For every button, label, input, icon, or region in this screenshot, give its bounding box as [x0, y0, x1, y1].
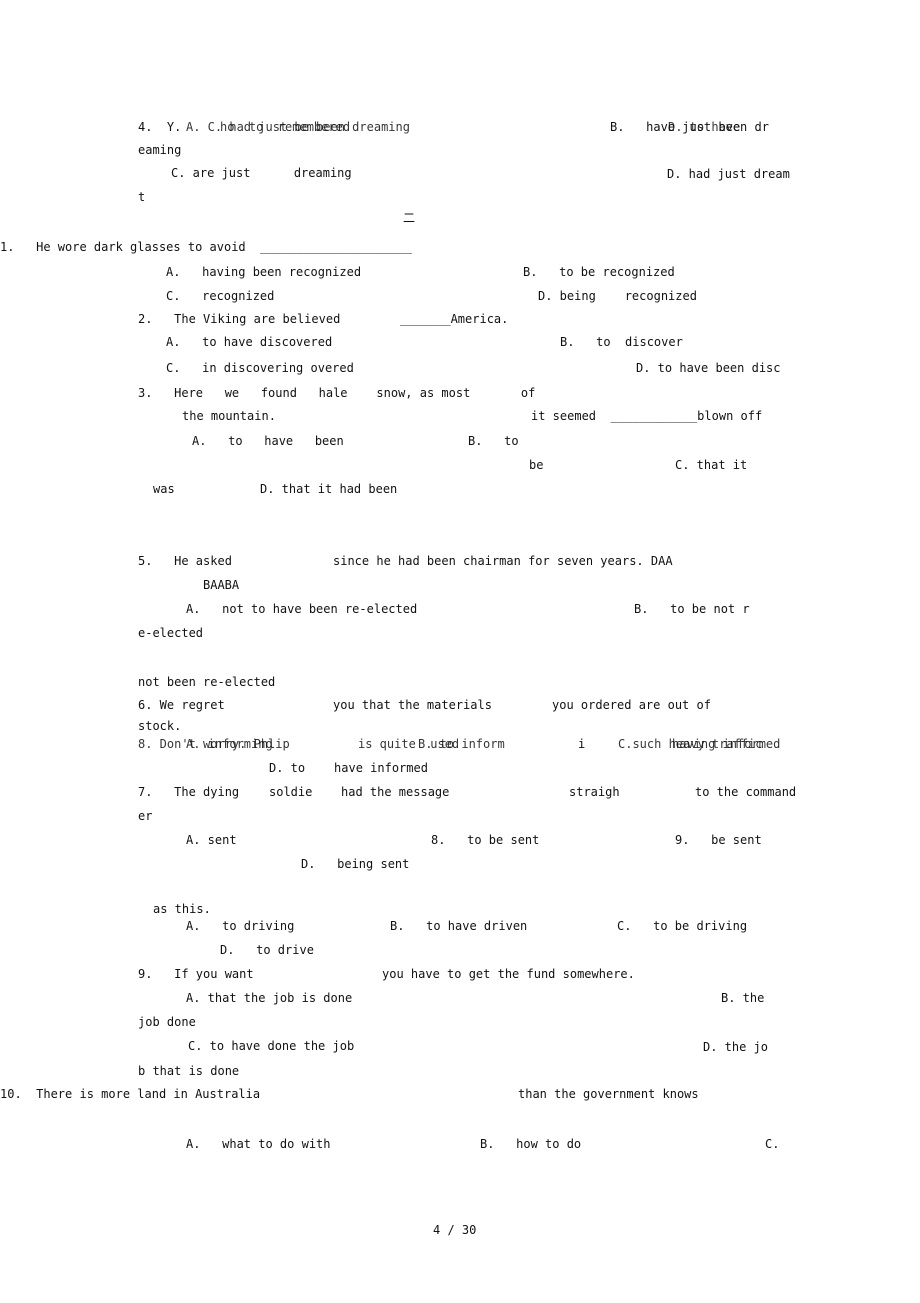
line-q6-stem-2: you that the materials [333, 698, 492, 712]
line-q3-stem-2: the mountain. [182, 409, 276, 423]
line-q4-number: 4. Y. [138, 120, 182, 134]
line-q3-option-d: D. that it had been [260, 482, 398, 496]
line-q1-option-d: D. being recognized [538, 289, 697, 303]
line-q8-stem-4: C.such heavy traffic [618, 737, 763, 751]
line-q3-option-a: A. to have been [192, 434, 344, 448]
line-q4-overlap-d: D. to have [668, 120, 741, 134]
line-q8-stem-3: i [578, 737, 586, 751]
line-q7-stem-4: straigh [569, 785, 620, 799]
line-q10-option-c: C. [765, 1137, 780, 1151]
line-q7-stem-2: soldie [269, 785, 313, 799]
line-q10-option-b: B. how to do [480, 1137, 582, 1151]
section-heading: 二 [403, 211, 416, 225]
line-q4-wrap-1: eaming [138, 143, 182, 157]
line-q2-stem: 2. The Viking are believed [138, 312, 341, 326]
line-q5-stem: 5. He asked [138, 554, 232, 568]
line-q6-option-a: A. informing [186, 737, 273, 751]
line-q4-wrap-2: t [138, 190, 146, 204]
line-q2-option-d: D. to have been disc [636, 361, 781, 375]
line-q9-wrap-1: job done [138, 1015, 196, 1029]
line-q3-option-c-cont: was [153, 482, 175, 496]
line-q8-option-d: D. to drive [220, 943, 314, 957]
line-q4-option-b: B. have just been dr [610, 120, 769, 134]
line-q8-stem: 8. Don't worry. Phlip [138, 737, 290, 751]
line-q8-stem-tail: as this. [153, 902, 211, 916]
line-q6-stem-4: stock. [138, 719, 182, 733]
line-q8-option-a: A. to driving [186, 919, 295, 933]
line-q3-option-b: B. to [468, 434, 519, 448]
line-q3-option-b-cont: be [529, 458, 544, 472]
line-q9-option-a: A. that the job is done [186, 991, 353, 1005]
line-q7-stem: 7. The dying [138, 785, 240, 799]
line-q2-blank: _______America. [400, 312, 509, 326]
line-q4-option-c: C. are just dreaming [171, 166, 352, 180]
line-q8-option-b: B. to have driven [390, 919, 528, 933]
page-number: 4 / 30 [433, 1223, 477, 1237]
line-q6-stem-3: you ordered are out of [552, 698, 711, 712]
line-answer-key: BAABA [203, 578, 240, 592]
line-q9-wrap-2: b that is done [138, 1064, 240, 1078]
line-q8-option-c: C. to be driving [617, 919, 748, 933]
line-q6-option-d: D. to have informed [269, 761, 428, 775]
line-q2-option-c: C. in discovering overed [166, 361, 354, 375]
line-q7-stem-3: had the message [341, 785, 450, 799]
line-q1-option-a: A. having been recognized [166, 265, 362, 279]
line-q9-option-b: B. the [721, 991, 765, 1005]
line-q7-option-c: 9. be sent [675, 833, 762, 847]
line-q6-option-b: B. to inform [418, 737, 505, 751]
line-q7-option-b: 8. to be sent [431, 833, 540, 847]
line-q4-option-d: D. had just dream [667, 167, 790, 181]
line-q4-overlap: ho to remembered [220, 120, 351, 134]
line-q2-option-b: B. to discover [560, 335, 683, 349]
line-q5-option-a: A. not to have been re-elected [186, 602, 418, 616]
line-q5-option-b: B. to be not r [634, 602, 750, 616]
line-q3-stem: 3. Here we found hale snow, as most of [138, 386, 536, 400]
line-q7-stem-5: to the command [695, 785, 797, 799]
line-q3-blank: it seemed ____________blown off [531, 409, 763, 423]
line-q1-stem: 1. He wore dark glasses to avoid _______… [0, 240, 412, 254]
line-q5-wrap: e-elected [138, 626, 204, 640]
line-q9-stem-2: you have to get the fund somewhere. [382, 967, 635, 981]
line-q5-option-c: not been re-elected [138, 675, 276, 689]
line-q10-stem-2: than the government knows [518, 1087, 699, 1101]
line-q1-option-c: C. recognized [166, 289, 275, 303]
line-q7-option-d: D. being sent [301, 857, 410, 871]
line-q6-option-c: having informed [672, 737, 781, 751]
line-q8-stem-2: is quite used [358, 737, 460, 751]
line-q9-option-c: C. to have done the job [188, 1039, 355, 1053]
line-q9-option-d: D. the jo [703, 1040, 769, 1054]
line-q6-stem: 6. We regret [138, 698, 225, 712]
line-q2-option-a: A. to have discovered [166, 335, 333, 349]
line-q7-wrap: er [138, 809, 153, 823]
line-q1-option-b: B. to be recognized [523, 265, 675, 279]
line-q4-option-a: A. C. had just be been dreaming [186, 120, 410, 134]
line-q10-option-a: A. what to do with [186, 1137, 331, 1151]
line-q10-stem: 10. There is more land in Australia [0, 1087, 261, 1101]
line-q5-stem-2: since he had been chairman for seven yea… [333, 554, 673, 568]
line-q9-stem: 9. If you want [138, 967, 254, 981]
line-q7-option-a: A. sent [186, 833, 237, 847]
line-q3-option-c: C. that it [675, 458, 748, 472]
